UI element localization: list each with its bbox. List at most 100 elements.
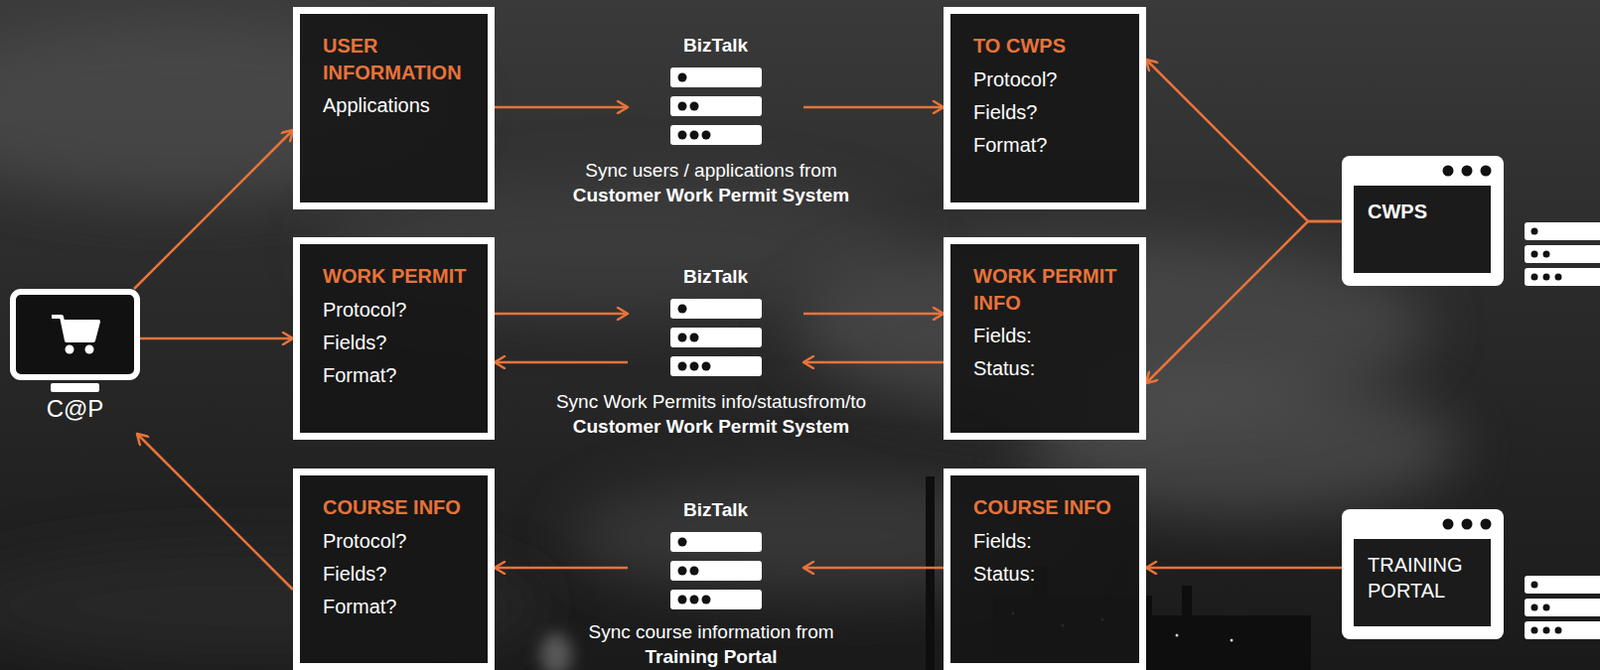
node-title: BizTalk [627,266,804,289]
cart-outline [51,316,99,341]
server-unit [670,298,762,319]
rack-dot [1531,581,1539,589]
server-unit [670,356,762,377]
info-box: TO CWPSProtocol?Fields?Format? [943,6,1147,210]
server-dot [701,362,711,372]
sync-caption: Sync Work Permits info/statusfrom/to [556,390,867,415]
rack-dot [1555,627,1563,635]
caption-holder: Training Portal [644,645,777,670]
caption-holder: Customer Work Permit System [573,415,850,439]
server-unit [670,67,762,88]
window-dot [1443,519,1455,531]
cart-basket [64,323,97,339]
sync-caption: Customer Work Permit System [573,183,850,208]
flow-arrow [803,361,944,365]
window-frame [1341,509,1504,640]
server-icon [670,298,762,377]
node-field: Fields: [973,319,1122,353]
server-dot [677,595,687,605]
rack-unit [1524,621,1600,640]
node-title: WORK PERMIT [322,263,470,291]
info-box: USER INFORMATIONApplications [292,6,495,210]
node-field: Status: [973,558,1122,591]
server-unit [670,96,762,117]
info-box: COURSE INFO Fields:Status: [943,468,1147,670]
rack-dot [1555,274,1563,282]
rack-dot [1531,627,1539,635]
server-unit [670,561,762,582]
node-title: TO CWPS [973,32,1122,60]
server-dot [677,102,687,112]
server-dot [689,595,699,605]
sync-caption: Training Portal [644,645,777,670]
node-field: Format? [973,129,1122,162]
node-field: Protocol? [322,525,470,559]
plant-building [1152,615,1311,670]
server-unit [670,589,762,610]
server-dot [677,567,687,577]
window-pane [1353,539,1491,627]
node-title: BizTalk [627,499,804,522]
rack-dot [1531,604,1539,612]
rack-dot [1531,228,1539,236]
flow-arrow [137,434,293,590]
monitor-stand [50,383,100,393]
info-box: COURSE INFOProtocol?Fields?Format? [292,468,495,670]
flow-arrow [134,130,293,290]
sync-caption: Sync users / applications from [584,158,837,183]
sync-caption: Customer Work Permit System [573,415,850,439]
light [1175,634,1179,638]
sync-caption: Sync course information from [587,620,834,645]
chimney [925,476,935,670]
window-dot [1461,165,1473,177]
rack-dot [1543,604,1551,612]
window-dot [1480,519,1492,531]
gas-flare [540,633,573,670]
shop-monitor-node: C@P [9,289,141,435]
rack-dot [1531,274,1539,282]
server-dot [689,567,699,577]
node-field: Fields: [973,525,1122,559]
rack-unit [1524,222,1600,241]
server-dot [689,362,699,372]
monitor-screen [12,291,138,378]
caption-holder: Customer Work Permit System [573,183,850,208]
node-field: Fields? [322,558,470,591]
node-field: Applications [322,89,470,123]
node-field: Protocol? [973,63,1122,97]
node-field: Format? [322,590,470,624]
server-icon [670,532,762,610]
server-dot [689,102,699,112]
node-field: Fields? [322,326,470,360]
server-icon [670,67,762,146]
server-rack-icon [1524,222,1600,287]
rack-unit [1524,268,1600,287]
flow-arrow [494,106,628,110]
node-title: CWPS [1367,198,1484,225]
flow-arrow [803,106,944,110]
rack-dot [1543,274,1551,282]
info-box: WORK PERMIT INFOFields:Status: [943,237,1147,440]
flow-arrow [140,337,293,341]
rack-unit [1524,576,1600,594]
biztalk-server: BizTalk [627,266,804,378]
biztalk-server: BizTalk [627,34,804,146]
server-dot [689,131,699,141]
window-frame [1341,155,1504,287]
rack-dot [1543,251,1551,259]
server-dot [677,362,687,372]
server-dot [689,333,699,343]
flow-arrow [803,567,944,571]
flow-arrow [803,312,944,316]
server-dot [701,595,711,605]
node-title: WORK PERMIT INFO [973,263,1122,316]
node-title: COURSE INFO [973,494,1122,522]
rack-unit [1524,598,1600,617]
server-unit [670,125,762,146]
caption-holder: Sync users / applications from [584,158,837,183]
rack-dot [1543,627,1551,635]
server-unit [670,327,762,348]
system-window: TRAINING PORTAL [1341,509,1504,640]
flow-arrow [1146,567,1342,571]
